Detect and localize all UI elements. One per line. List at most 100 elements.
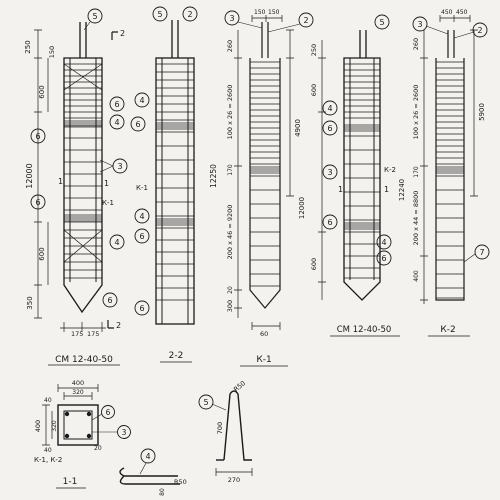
dim-175-left: 175: [71, 330, 83, 338]
caption-1-1: 1-1: [63, 477, 78, 487]
dim-80-bar4: 80: [159, 488, 166, 496]
dim-270: 270: [228, 476, 240, 484]
callout-4-pile1b: 4: [114, 238, 119, 247]
dim-20-s11: 20: [94, 445, 102, 452]
stirrups-pile1: [64, 63, 102, 279]
label-k1-k2: К-1, К-2: [34, 456, 62, 464]
dim-12240: 12240: [398, 179, 406, 201]
stirrups-pile2: [344, 63, 380, 279]
dim-150-k1-right: 150: [268, 9, 280, 16]
dim-260-k1: 260: [226, 40, 234, 52]
bar-4-detail: 4 80 R50: [119, 448, 187, 496]
cage-k2: 260 100 x 26 = 2600 12240 170 200 x 44 =…: [398, 9, 490, 304]
dim-12000-pile2: 12000: [298, 197, 306, 219]
callout-4-s22a: 4: [139, 96, 144, 105]
dim-12000: 12000: [25, 163, 34, 188]
callout-3-s11: 3: [122, 428, 127, 437]
dim-300-k1: 300: [226, 300, 234, 312]
caption-k2: К-2: [440, 325, 455, 335]
label-k2-pile2: К-2: [384, 166, 396, 174]
callout-6-s22a: 6: [135, 120, 140, 129]
dim-spacing-200x46: 200 x 46 = 9200: [226, 205, 234, 260]
callout-3-pile2: 3: [327, 168, 332, 177]
dim-600-bottom-pile2: 600: [310, 258, 318, 270]
callout-5-s22: 5: [157, 10, 162, 19]
dim-r50-bar4: R50: [174, 478, 187, 486]
dim-700: 700: [216, 422, 224, 434]
dim-260-k2: 260: [412, 38, 420, 50]
pile-sm-12-40-50-alt: 250 600 12000 600 К-2 1 1 5 4 6 3 6 4 6: [298, 14, 396, 301]
section-mark-1-pile2r: 1: [384, 185, 389, 194]
callout-5-bar: 5: [203, 398, 208, 407]
dim-250-pile1: 250: [24, 40, 32, 53]
stirrups-k1: [250, 61, 280, 287]
label-k1-s22: К-1: [136, 184, 148, 192]
section-1-1: 400 320 400 320 40 40 20 К-1, К-2 6 3: [34, 379, 131, 464]
caption-sm-12-40-50-alt: СМ 12-40-50: [337, 325, 392, 335]
dim-170-k1: 170: [227, 164, 234, 176]
dim-spacing-100x26-k2: 100 x 26 = 2600: [412, 85, 420, 140]
callout-3-k1: 3: [229, 14, 234, 23]
callout-5-pile1: 5: [92, 12, 97, 21]
dim-150-pile1: 150: [48, 46, 56, 58]
callout-6-pile1a: 6: [114, 100, 119, 109]
callout-6-pile1c: 6: [35, 198, 40, 207]
dim-20-k1: 20: [227, 286, 234, 294]
dim-150-k1-left: 150: [254, 9, 266, 16]
callout-3-pile1: 3: [117, 162, 122, 171]
stirrups-k2: [436, 61, 464, 299]
dim-250-pile2: 250: [310, 44, 318, 56]
dim-12250: 12250: [209, 164, 218, 188]
callout-4-s22b: 4: [139, 212, 144, 221]
dim-spacing-200x44: 200 x 44 = 8800: [412, 191, 420, 246]
callout-4-pile1a: 4: [114, 118, 119, 127]
callout-6-pile1b: 6: [35, 132, 40, 141]
label-k1-pile1: К-1: [102, 199, 114, 207]
callout-6-s11: 6: [106, 408, 111, 417]
callout-6-s22b: 6: [139, 232, 144, 241]
caption-sm-12-40-50: СМ 12-40-50: [55, 355, 113, 365]
cage-k1: 260 100 x 26 = 2600 12250 170 200 x 46 =…: [209, 9, 314, 338]
callout-6-pile1d: 6: [107, 296, 112, 305]
dim-600-bottom-pile1: 600: [38, 247, 46, 260]
callout-2-k1: 2: [303, 16, 308, 25]
dim-40-s11-a: 40: [44, 397, 52, 404]
dim-400-k2: 400: [413, 270, 420, 282]
dim-170-k2: 170: [413, 166, 420, 178]
callout-2-s22: 2: [187, 10, 192, 19]
callout-2-k2: 2: [477, 26, 482, 35]
dim-4900: 4900: [294, 119, 302, 137]
dim-350: 350: [26, 296, 34, 309]
section-mark-1-pile2: 1: [338, 185, 343, 194]
dim-60-k1: 60: [260, 330, 268, 338]
callout-4-pile2a: 4: [327, 104, 332, 113]
callout-7-k2: 7: [479, 248, 484, 257]
section-mark-1-left: 1: [58, 177, 63, 186]
callout-5-pile2: 5: [379, 18, 384, 27]
pile-sm-12-40-50: 250 150 600 12000 600 350 175 175 2 2 1 …: [24, 22, 125, 338]
dim-40-s11-b: 40: [44, 447, 52, 454]
dim-400-s11-top: 400: [72, 379, 84, 387]
caption-k1: К-1: [256, 355, 271, 365]
dim-600-top-pile2: 600: [310, 84, 318, 96]
bar-5-detail: 5 R50 700 270: [198, 379, 253, 484]
dim-5900: 5900: [478, 103, 486, 121]
section-mark-2-top: 2: [120, 29, 125, 38]
dim-320-s11-left: 320: [51, 420, 58, 432]
dim-450-k2-right: 450: [456, 9, 468, 16]
dim-320-s11-top: 320: [72, 389, 84, 396]
stirrups-s22: [156, 63, 194, 301]
dim-450-k2-left: 450: [441, 9, 453, 16]
dim-r50-bar5: R50: [232, 379, 247, 393]
dim-175-right: 175: [87, 330, 99, 338]
section-2-2: К-1 5 2 4 6 4 6 6: [130, 6, 198, 325]
callout-6-pile2c: 6: [381, 254, 386, 263]
section-mark-1-right: 1: [104, 179, 109, 188]
callout-6-s22c: 6: [139, 304, 144, 313]
callout-4-pile2b: 4: [381, 238, 386, 247]
dim-400-s11-left: 400: [34, 420, 42, 432]
callout-3-k2: 3: [417, 20, 422, 29]
callout-6-pile2b: 6: [327, 218, 332, 227]
callout-6-pile2a: 6: [327, 124, 332, 133]
callout-4-bar: 4: [145, 452, 150, 461]
